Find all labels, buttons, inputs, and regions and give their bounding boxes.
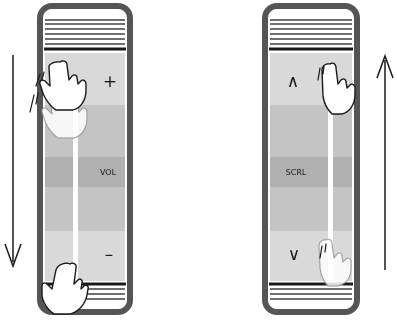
right-top-label: ∧ (287, 72, 299, 92)
up-arrow-icon (376, 53, 394, 270)
right-hand-ghost-icon (318, 238, 352, 287)
right-hand-top-icon (317, 62, 356, 115)
right-top-grip (270, 19, 352, 45)
right-swipe-track (328, 85, 333, 280)
left-hand-top-icon (35, 60, 87, 111)
left-hand-bottom-icon (41, 262, 89, 315)
left-remote: + VOL – (37, 3, 133, 315)
right-center-label: SCRL (286, 168, 307, 177)
left-top-grip (45, 19, 125, 45)
left-bottom-label: – (105, 245, 114, 265)
down-arrow-icon (4, 55, 22, 269)
left-center-label: VOL (100, 168, 117, 177)
right-segment-center[interactable] (270, 157, 352, 187)
right-bottom-grip (270, 288, 352, 300)
left-swipe-track (73, 95, 78, 280)
left-motion-lines (29, 92, 39, 113)
right-motion-lines (319, 243, 327, 259)
left-top-label: + (103, 72, 117, 92)
left-segment-center[interactable] (45, 157, 125, 187)
left-segment-lower[interactable] (45, 187, 125, 231)
right-bottom-label: ∨ (288, 245, 300, 265)
right-segment-lower[interactable] (270, 187, 352, 231)
